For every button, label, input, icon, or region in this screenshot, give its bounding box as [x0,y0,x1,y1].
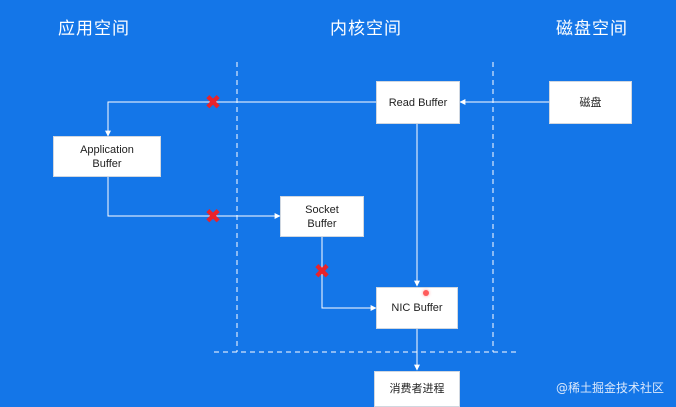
blocked-x-icon-socket-to-nic: ✖ [313,259,331,283]
nic-buffer-box: NIC Buffer [376,287,458,329]
application-buffer-box: Application Buffer [53,136,161,177]
disk-space-title: 磁盘空间 [556,19,628,39]
disk-label: 磁盘 [579,96,602,109]
nic-buffer-label: NIC Buffer [391,302,443,314]
application-buffer-label-line2: Buffer [92,157,122,170]
app-space-title: 应用空间 [58,19,130,39]
disk-box: 磁盘 [549,81,632,124]
watermark: @稀土掘金技术社区 [555,381,664,395]
arrow-read-buffer-to-app-buffer [105,101,376,137]
read-buffer-box: Read Buffer [376,81,460,124]
socket-buffer-label-line1: Socket [305,203,339,216]
consumer-process-box: 消费者进程 [374,371,460,407]
arrow-socket-buffer-to-nic-buffer [321,237,377,311]
socket-buffer-box: Socket Buffer [280,196,364,237]
read-buffer-label: Read Buffer [388,96,448,109]
arrow-app-buffer-to-socket-buffer [107,177,281,219]
application-buffer-label-line1: Application [80,143,134,156]
blocked-x-icon-read-to-app: ✖ [204,90,222,114]
consumer-process-label: 消费者进程 [389,383,445,395]
kernel-space-title: 内核空间 [330,19,402,39]
socket-buffer-label-line2: Buffer [307,217,337,230]
blocked-x-icon-app-to-socket: ✖ [204,204,222,228]
cursor-dot [423,290,429,296]
